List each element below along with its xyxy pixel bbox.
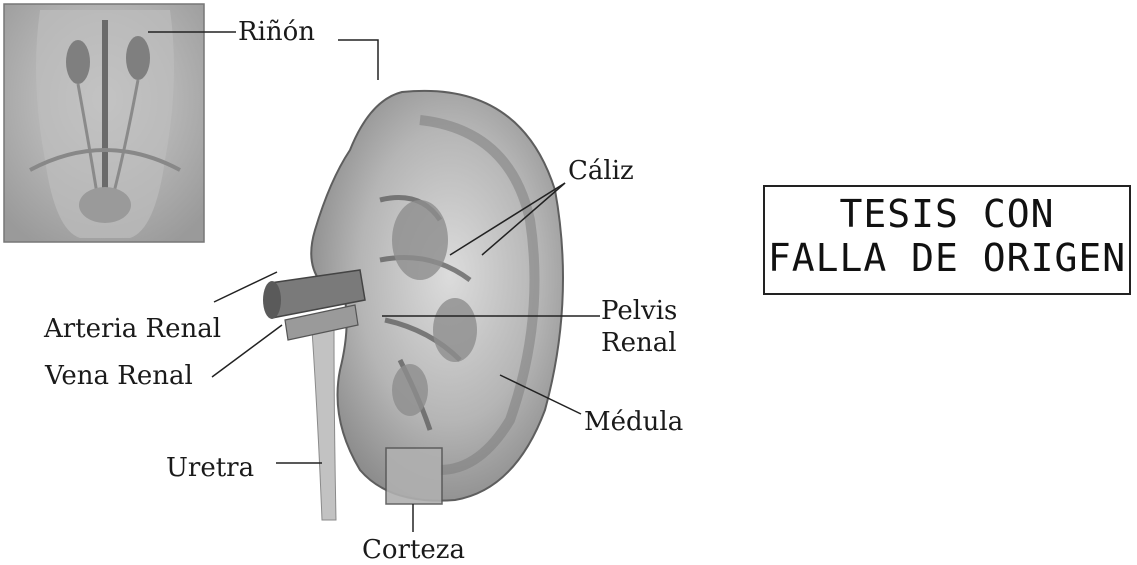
cortex-sample-box <box>386 448 442 504</box>
label-renal: Renal <box>601 330 677 356</box>
label-rinon: Riñón <box>238 19 315 45</box>
label-caliz: Cáliz <box>568 158 634 184</box>
label-vena-renal: Vena Renal <box>45 363 193 389</box>
thesis-stamp: TESIS CON FALLA DE ORIGEN <box>763 185 1131 295</box>
stamp-line-1: TESIS CON <box>765 193 1129 237</box>
label-pelvis: Pelvis <box>601 298 677 324</box>
label-medula: Médula <box>584 409 683 435</box>
label-corteza: Corteza <box>362 537 465 563</box>
ureter-illustration <box>312 330 336 520</box>
label-arteria-renal: Arteria Renal <box>44 316 221 342</box>
label-uretra: Uretra <box>166 455 254 481</box>
inset-body-illustration <box>4 4 204 242</box>
stamp-line-2: FALLA DE ORIGEN <box>765 237 1129 281</box>
